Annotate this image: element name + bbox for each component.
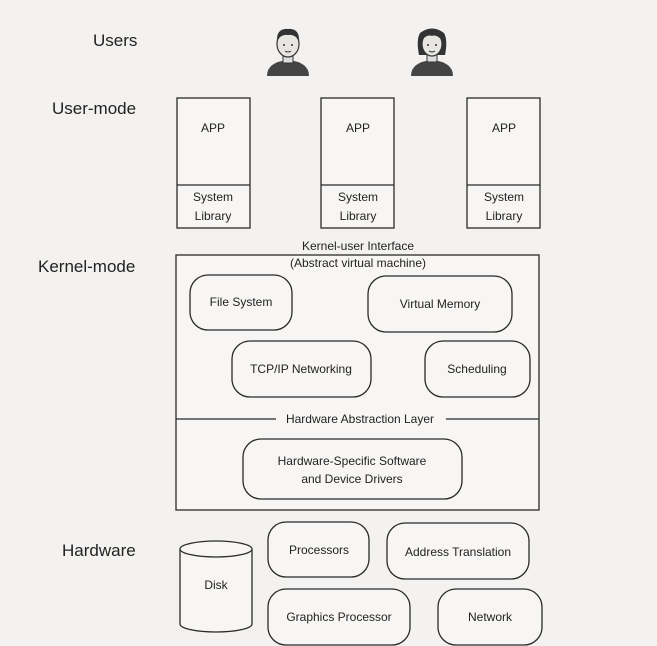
app-stack-3: APP System Library: [466, 97, 541, 229]
processors-box: [267, 521, 370, 578]
scheduling-label: Scheduling: [447, 362, 506, 376]
system-library-label: System: [193, 190, 233, 204]
file-system-label: File System: [210, 295, 273, 309]
hardware-abstraction-layer-label: Hardware Abstraction Layer: [286, 412, 434, 426]
app-label: APP: [492, 121, 516, 135]
system-library-label: System: [338, 190, 378, 204]
scheduling-box: [424, 340, 531, 398]
virtual-memory-label: Virtual Memory: [400, 297, 480, 311]
kernel-mode-level-label: Kernel-mode: [38, 257, 135, 276]
system-library-label: Library: [486, 209, 523, 223]
device-drivers-box: [242, 438, 463, 500]
app-label: APP: [201, 121, 225, 135]
tcp-ip-networking-label: TCP/IP Networking: [250, 362, 352, 376]
user-mode-level-label: User-mode: [52, 99, 136, 118]
app-box: [176, 97, 251, 229]
disk-cylinder: [179, 540, 253, 633]
graphics-processor-label: Graphics Processor: [286, 610, 391, 624]
system-library-label: Library: [195, 209, 232, 223]
drivers-label-line2: and Device Drivers: [301, 472, 402, 486]
address-translation-label: Address Translation: [405, 545, 511, 559]
virtual-memory-box: [367, 275, 513, 333]
system-library-label: System: [484, 190, 524, 204]
file-system-box: [189, 274, 293, 331]
app-stack-2: APP System Library: [320, 97, 395, 229]
tcp-ip-networking-box: [231, 340, 372, 398]
users-level-label: Users: [93, 31, 137, 50]
processors-label: Processors: [289, 543, 349, 557]
network-box: [437, 588, 543, 646]
hardware-level-label: Hardware: [62, 541, 136, 560]
app-stack-1: APP System Library: [176, 97, 251, 229]
abstract-virtual-machine-label: (Abstract virtual machine): [290, 256, 426, 270]
system-library-label: Library: [340, 209, 377, 223]
app-box: [320, 97, 395, 229]
kernel-user-interface-label: Kernel-user Interface: [302, 239, 414, 253]
graphics-processor-box: [267, 588, 411, 646]
male-user-icon: [267, 28, 309, 76]
drivers-label-line1: Hardware-Specific Software: [278, 454, 427, 468]
app-box: [466, 97, 541, 229]
network-label: Network: [468, 610, 513, 624]
app-label: APP: [346, 121, 370, 135]
female-user-icon: [411, 28, 453, 76]
disk-label: Disk: [204, 578, 228, 592]
address-translation-box: [386, 522, 530, 580]
